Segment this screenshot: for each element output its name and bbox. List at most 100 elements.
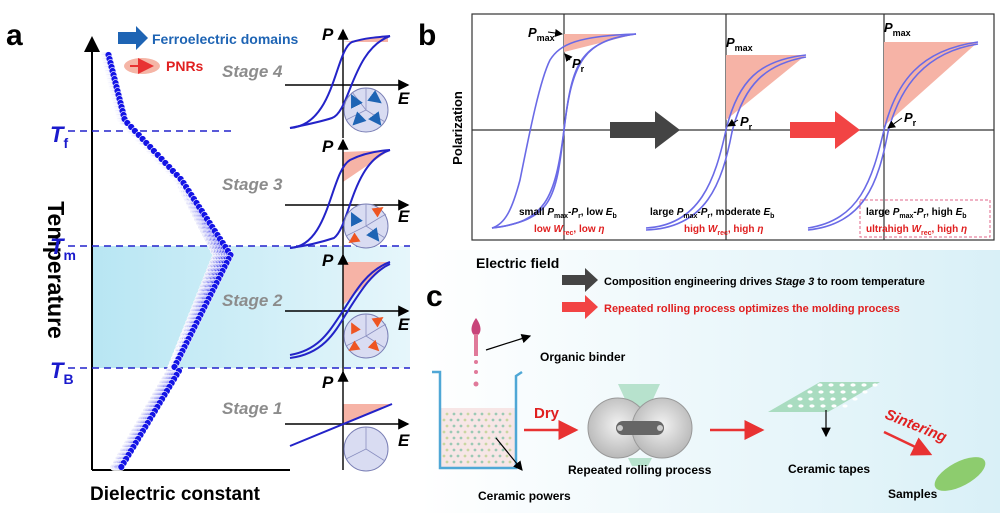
rolling-label: Repeated rolling process [568,463,712,477]
tape-hole [818,390,824,394]
tape-hole [830,397,836,401]
pr-label-1: Pr [572,56,585,74]
powder-particle [477,442,481,446]
powder-particle [445,436,449,440]
dropper-icon [471,318,481,336]
powder-particle [491,442,495,446]
beaker-icon [432,370,523,470]
powder-particle [456,454,460,458]
caption-1-line2: low Wrec, low η [534,224,605,237]
powder-particle [466,436,470,440]
powder-particle [473,424,477,428]
legend-rolling: Repeated rolling process optimizes the m… [604,303,900,315]
pr-label-2: Pr [740,114,753,132]
powder-particle [480,436,484,440]
tape-hole [839,383,845,387]
organic-binder-label: Organic binder [540,350,626,364]
powder-particle [452,436,456,440]
stage-1-p-axis: P [322,373,334,392]
ceramic-powers-label: Ceramic powers [478,489,571,503]
panel-b: b Polarization Pmax Pr Pmax Pr Pmax Pr [418,13,995,241]
powder-particle [505,454,509,458]
powder-particle [452,412,456,416]
tb-label: TB [50,358,74,387]
stage-4-label: Stage 4 [222,62,283,81]
powder-particle [508,412,512,416]
powder-particle [445,460,449,464]
tape-hole [841,397,847,401]
red-arrow-icon [790,111,860,149]
powder-particle [449,454,453,458]
powder-particle [473,436,477,440]
powder-particle [459,436,463,440]
pmax-label-3: Pmax [884,20,911,38]
powder-particle [466,412,470,416]
caption-1-line1: small Pmax-Pr, low Eb [519,207,617,220]
powder-particle [501,436,505,440]
powder-particle [459,412,463,416]
dielectric-label: Dielectric constant [90,484,261,505]
powder-particle [494,424,498,428]
domain-arrow-icon [118,26,148,50]
tape-hole [828,383,834,387]
powder-particle [487,448,491,452]
powder-particle [498,454,502,458]
ceramic-tapes-label: Ceramic tapes [788,462,870,476]
powder-particle [452,424,456,428]
tape-hole [851,390,857,394]
panel-c: c Electric field Composition engineering… [420,250,1000,513]
dark-arrow-icon [610,111,680,149]
powder-particle [463,442,467,446]
powder-particle [480,412,484,416]
powder-particle [498,418,502,422]
legend-pnrs: PNRs [166,58,204,74]
panel-a: a Temperature Dielectric constant Tf Tm … [6,19,410,505]
powder-particle [445,424,449,428]
powder-particle [442,454,446,458]
stage-1-loop: P E [285,370,410,472]
stage-2-p-axis: P [322,251,334,270]
powder-particle [487,424,491,428]
tape-hole [872,383,878,387]
powder-particle [501,412,505,416]
caption-3-line2: ultrahigh Wrec, high η [866,224,967,237]
powder-particle [445,448,449,452]
powder-particle [505,430,509,434]
pmax-label-2: Pmax [726,35,753,53]
powder-particle [480,460,484,464]
powder-particle [456,442,460,446]
panel-a-label: a [6,19,23,52]
powder-particle [466,448,470,452]
powder-particle [501,448,505,452]
stage-2-label: Stage 2 [222,291,283,310]
tf-label: Tf [50,122,68,151]
tape-hole [820,404,826,408]
tape-hole [842,404,848,408]
legend-dark-arrow-icon [562,268,598,292]
powder-particle [508,460,512,464]
powder-particle [491,454,495,458]
temperature-label: Temperature [43,201,69,339]
panel-c-label: c [426,280,443,313]
powder-particle [477,454,481,458]
powder-particle [508,448,512,452]
stage-3-loop: P E [285,137,410,258]
powder-particle [473,412,477,416]
powder-particle [442,430,446,434]
ceramic-tape-icon [768,382,880,412]
powder-particle [473,448,477,452]
powder-particle [501,460,505,464]
rollers-icon [587,384,693,466]
powder-particle [477,430,481,434]
powder-particle [449,430,453,434]
powder-particle [491,418,495,422]
dry-label: Dry [534,405,560,422]
powder-particle [449,418,453,422]
stage-2-e-axis: E [398,315,410,334]
powder-particle [463,418,467,422]
powder-particle [445,412,449,416]
caption-2-line2: high Wrec, high η [684,224,763,237]
stage-3-e-axis: E [398,207,410,226]
stage-4-e-axis: E [398,89,410,108]
